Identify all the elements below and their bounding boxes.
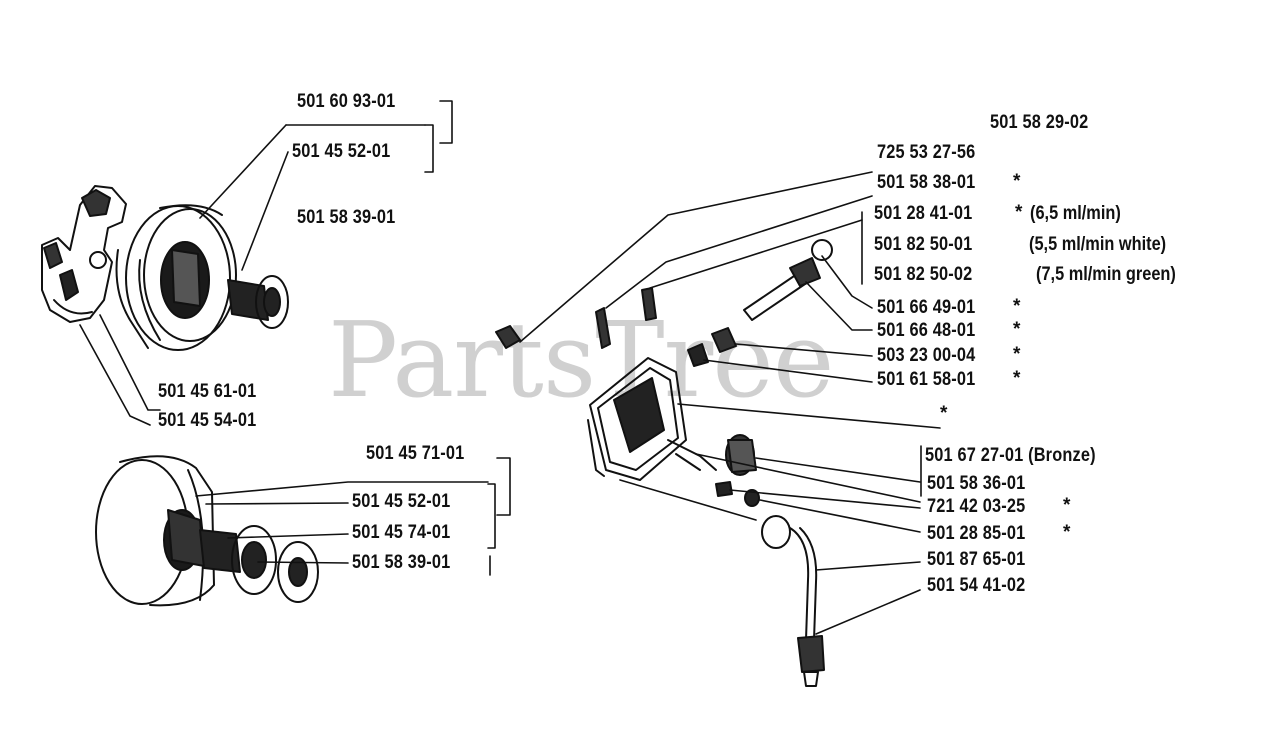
asterisk-mark: * <box>1013 296 1021 317</box>
asterisk-mark: * <box>1063 522 1071 543</box>
part-label: 501 87 65-01 <box>927 549 1026 570</box>
part-label: 501 82 50-02 <box>874 264 973 285</box>
part-label: 501 45 52-01 <box>292 141 391 162</box>
part-label: 501 58 39-01 <box>297 207 396 228</box>
asterisk-mark: * <box>1015 202 1023 223</box>
part-label: 501 45 61-01 <box>158 381 257 402</box>
part-label: 501 45 71-01 <box>366 443 465 464</box>
flow-rate-note: (7,5 ml/min green) <box>1036 264 1176 285</box>
part-label: 501 66 48-01 <box>877 320 976 341</box>
part-label: 501 45 74-01 <box>352 522 451 543</box>
part-label: 503 23 00-04 <box>877 345 976 366</box>
part-label: 501 28 85-01 <box>927 523 1026 544</box>
part-label: 501 58 39-01 <box>352 552 451 573</box>
clutch-assembly-drawing <box>41 185 289 351</box>
asterisk-mark: * <box>940 403 948 424</box>
part-label: 501 82 50-01 <box>874 234 973 255</box>
part-label: 501 58 38-01 <box>877 172 976 193</box>
part-label: 501 66 49-01 <box>877 297 976 318</box>
part-label: 721 42 03-25 <box>927 496 1026 517</box>
leader-lines <box>79 100 941 635</box>
flow-rate-note: (5,5 ml/min white) <box>1029 234 1167 255</box>
drum-assembly-drawing <box>95 455 319 607</box>
part-label: 501 45 54-01 <box>158 410 257 431</box>
flow-rate-note: (6,5 ml/min) <box>1030 203 1121 224</box>
part-label: 501 67 27-01 (Bronze) <box>925 445 1096 466</box>
part-label: 501 54 41-02 <box>927 575 1026 596</box>
asterisk-mark: * <box>1013 368 1021 389</box>
part-label: 501 61 58-01 <box>877 369 976 390</box>
part-label: 501 28 41-01 <box>874 203 973 224</box>
oil-pump-drawing <box>495 239 833 687</box>
part-label: 501 58 29-02 <box>990 112 1089 133</box>
asterisk-mark: * <box>1013 319 1021 340</box>
part-label: 501 45 52-01 <box>352 491 451 512</box>
part-label: 725 53 27-56 <box>877 142 976 163</box>
part-label: 501 60 93-01 <box>297 91 396 112</box>
asterisk-mark: * <box>1013 171 1021 192</box>
asterisk-mark: * <box>1013 344 1021 365</box>
part-label: 501 58 36-01 <box>927 473 1026 494</box>
watermark: PartsTree <box>328 299 834 421</box>
asterisk-mark: * <box>1063 495 1071 516</box>
